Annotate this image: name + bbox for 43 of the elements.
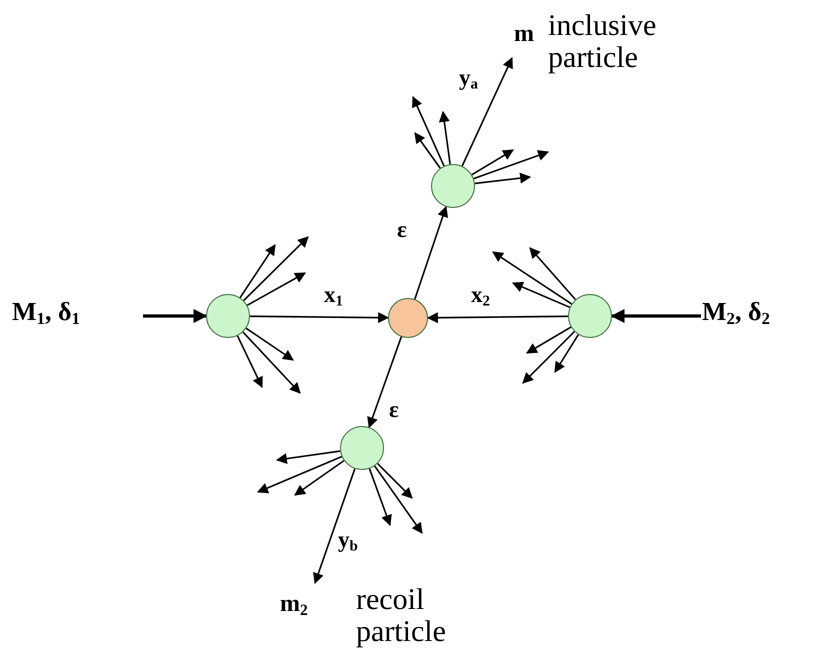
arrow [374,466,423,534]
arrow [461,57,513,166]
arrow [242,332,301,394]
arrow [377,463,413,499]
arrow [529,247,576,300]
arrow [438,110,451,164]
arrow [610,309,701,323]
vertex-circle [206,294,250,338]
arrow [368,468,392,526]
arrow [250,312,390,324]
arrow [412,96,445,166]
arrow [246,272,306,306]
arrow [512,282,570,308]
arrow [276,450,340,464]
arrow [492,251,572,305]
vertex-circle [568,294,612,338]
arrow [426,312,568,324]
particle-symbol: m [514,22,534,46]
arrow [471,149,514,176]
arrow [243,236,309,302]
arrow [414,206,448,300]
arrow [256,456,342,494]
arrow [473,150,550,180]
arrow [522,331,575,384]
beam-label: M$_{2}$, δ$_{2}$ [702,299,770,328]
vertex-circle [431,164,475,208]
particle-label: inclusive particle [548,10,658,75]
arrow [554,334,579,373]
arrow [313,468,356,584]
vertex-circle [388,298,428,338]
particle-label: recoil particle [356,584,447,649]
arrow [246,328,294,361]
vertex-circle [340,426,384,470]
arrow [236,335,263,388]
beam-label: M$_{1}$, δ$_{1}$ [12,299,80,328]
arrow [474,172,532,184]
arrow [367,336,402,428]
arrow [294,460,344,496]
particle-symbol: m$_{2}$ [280,592,308,618]
arrow [143,309,208,323]
arrow [239,244,276,298]
arrow [526,326,572,354]
arrow [414,132,441,169]
